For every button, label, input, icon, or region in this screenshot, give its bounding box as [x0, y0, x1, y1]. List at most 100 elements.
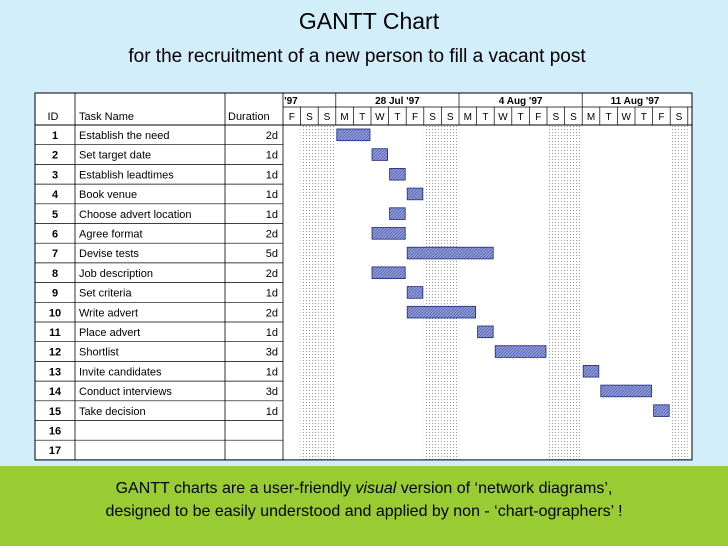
task-id: 14: [49, 386, 62, 398]
task-bar: [389, 167, 406, 181]
day-label: F: [412, 112, 418, 123]
day-label: S: [570, 112, 577, 123]
task-id: 4: [52, 189, 59, 201]
day-label: F: [289, 112, 295, 123]
task-duration: 1d: [266, 189, 278, 201]
table-background: [35, 93, 692, 460]
task-id: 8: [52, 268, 58, 280]
day-label: T: [518, 112, 524, 123]
task-id: 1: [52, 130, 58, 142]
footer-banner: GANTT charts are a user-friendly visual …: [0, 466, 728, 546]
task-bar: [406, 305, 477, 319]
weekend-column: [670, 125, 688, 460]
day-label: W: [375, 112, 385, 123]
task-name: Set criteria: [79, 288, 132, 300]
task-duration: 1d: [266, 366, 278, 378]
footer-line-1-pre: GANTT charts are a user-friendly: [115, 480, 356, 497]
task-name: Shortlist: [79, 347, 119, 359]
task-name: Establish the need: [79, 130, 170, 142]
task-duration: 1d: [266, 209, 278, 221]
day-label: S: [429, 112, 436, 123]
task-name: Book venue: [79, 189, 137, 201]
week-label: 4 Aug '97: [499, 96, 543, 107]
week-label: 28 Jul '97: [375, 96, 420, 107]
task-duration: 2d: [266, 130, 278, 142]
task-name: Job description: [79, 268, 153, 280]
task-id: 2: [52, 150, 58, 162]
task-name: Choose advert location: [79, 209, 192, 221]
task-id: 11: [49, 327, 61, 339]
task-duration: 2d: [266, 307, 278, 319]
task-id: 12: [49, 347, 61, 359]
day-label: S: [676, 112, 683, 123]
task-id: 13: [49, 366, 61, 378]
task-name: Write advert: [79, 307, 138, 319]
task-id: 5: [52, 209, 58, 221]
task-duration: 1d: [266, 406, 278, 418]
table-border: [34, 92, 693, 461]
task-id: 10: [49, 307, 61, 319]
page-subtitle: for the recruitment of a new person to f…: [128, 46, 586, 67]
task-id: 17: [49, 445, 61, 457]
task-name: Agree format: [79, 229, 143, 241]
task-bar: [406, 187, 424, 201]
day-label: T: [606, 112, 612, 123]
col-header-task-name: Task Name: [79, 111, 134, 123]
day-label: W: [498, 112, 508, 123]
task-bar: [477, 325, 494, 339]
footer-line-1: GANTT charts are a user-friendly visual …: [0, 478, 728, 500]
task-name: Devise tests: [79, 248, 139, 260]
task-duration: 5d: [266, 248, 278, 260]
task-bar: [600, 384, 652, 398]
day-label: T: [641, 112, 647, 123]
day-label: M: [340, 112, 348, 123]
task-duration: 1d: [266, 150, 278, 162]
task-duration: 3d: [266, 386, 278, 398]
footer-line-1-emphasis: visual: [355, 480, 397, 497]
task-bar: [371, 266, 406, 279]
task-name: Set target date: [79, 150, 151, 162]
page-title: GANTT Chart: [298, 8, 440, 34]
task-bar: [653, 404, 670, 417]
week-label: 11 Aug '97: [611, 96, 660, 107]
task-duration: 3d: [266, 347, 278, 359]
task-id: 16: [49, 426, 61, 438]
task-bar: [406, 246, 494, 260]
task-bar: [494, 345, 547, 358]
weekend-column: [318, 125, 336, 460]
day-label: S: [447, 112, 454, 123]
task-id: 15: [49, 406, 61, 418]
task-duration: 1d: [266, 327, 278, 339]
task-bar: [582, 364, 600, 378]
task-name: Invite candidates: [79, 366, 162, 378]
day-label: S: [306, 112, 313, 123]
task-name: Take decision: [79, 406, 146, 418]
day-label: T: [482, 112, 488, 123]
col-header-duration: Duration: [228, 111, 270, 123]
task-duration: 1d: [266, 169, 278, 181]
task-bar: [371, 148, 389, 161]
task-name: Establish leadtimes: [79, 169, 174, 181]
task-duration: 1d: [266, 288, 278, 300]
day-label: M: [587, 112, 595, 123]
footer-line-1-post: version of ‘network diagrams’,: [396, 480, 613, 497]
task-id: 9: [52, 288, 58, 300]
task-duration: 2d: [266, 268, 278, 280]
day-label: T: [359, 112, 365, 123]
task-id: 3: [52, 169, 58, 181]
week-label: '97: [284, 96, 298, 107]
day-label: F: [658, 112, 664, 123]
day-label: T: [394, 112, 400, 123]
task-id: 7: [52, 248, 58, 260]
task-bar: [406, 286, 424, 299]
footer-line-2: designed to be easily understood and app…: [105, 503, 623, 520]
weekend-column: [564, 125, 583, 460]
weekend-column: [547, 125, 565, 460]
day-label: S: [324, 112, 331, 123]
day-label: S: [552, 112, 559, 123]
weekend-column: [300, 125, 319, 460]
col-header-id: ID: [48, 111, 59, 123]
task-id: 6: [52, 229, 58, 241]
task-bar: [371, 227, 406, 240]
